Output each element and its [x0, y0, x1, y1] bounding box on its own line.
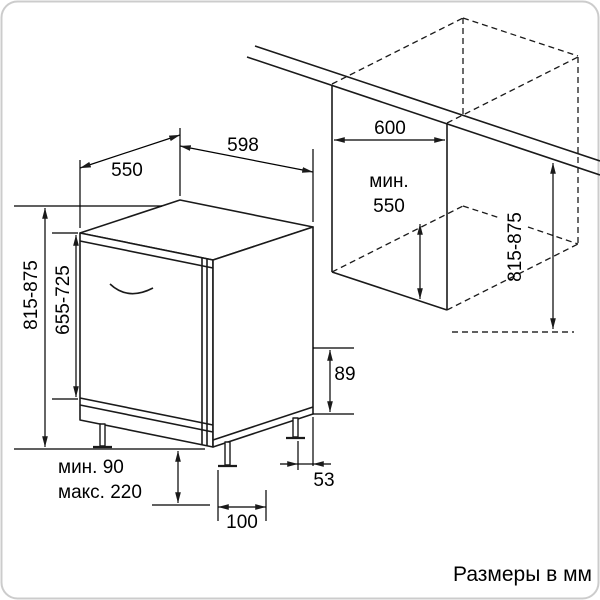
niche-width-label: 600	[374, 118, 406, 139]
dim-niche-height	[452, 162, 574, 333]
dim-top-width	[179, 145, 314, 222]
dim-appliance-height	[14, 205, 205, 450]
adjustable-foot	[99, 423, 106, 447]
dimension-lines	[14, 128, 574, 521]
plinth-min-label: мин. 90	[58, 457, 124, 478]
dim-rear-clearance	[313, 347, 354, 415]
adjustable-foot	[292, 417, 299, 438]
dishwasher	[79, 199, 314, 468]
dim-front-height	[52, 232, 79, 400]
niche-height-label: 815-875	[505, 212, 526, 282]
niche-depth-value-label: 550	[373, 196, 405, 217]
niche-opening	[331, 85, 448, 311]
front-height-label: 655-725	[53, 265, 74, 335]
dim-plinth-height	[152, 450, 210, 506]
appliance-height-label: 815-875	[21, 260, 42, 330]
worktop-lines	[246, 45, 600, 176]
dim-front-foot	[217, 470, 267, 521]
dim-rear-foot	[280, 417, 331, 470]
plinth-max-label: макс. 220	[58, 482, 142, 503]
units-caption: Размеры в мм	[453, 563, 592, 586]
door-handle-arc	[109, 283, 154, 295]
niche-depth-min-label: мин.	[369, 171, 408, 192]
side-face	[212, 226, 314, 448]
adjustable-foot	[224, 441, 231, 466]
top-depth-label: 550	[111, 160, 143, 181]
top-width-label: 598	[227, 135, 259, 156]
front-door-face	[79, 232, 214, 448]
adjustable-feet	[93, 417, 305, 468]
front-foot-label: 100	[226, 512, 258, 533]
niche-hidden-edges	[331, 17, 579, 311]
rear-foot-label: 53	[313, 470, 334, 491]
rear-clearance-label: 89	[334, 364, 355, 385]
